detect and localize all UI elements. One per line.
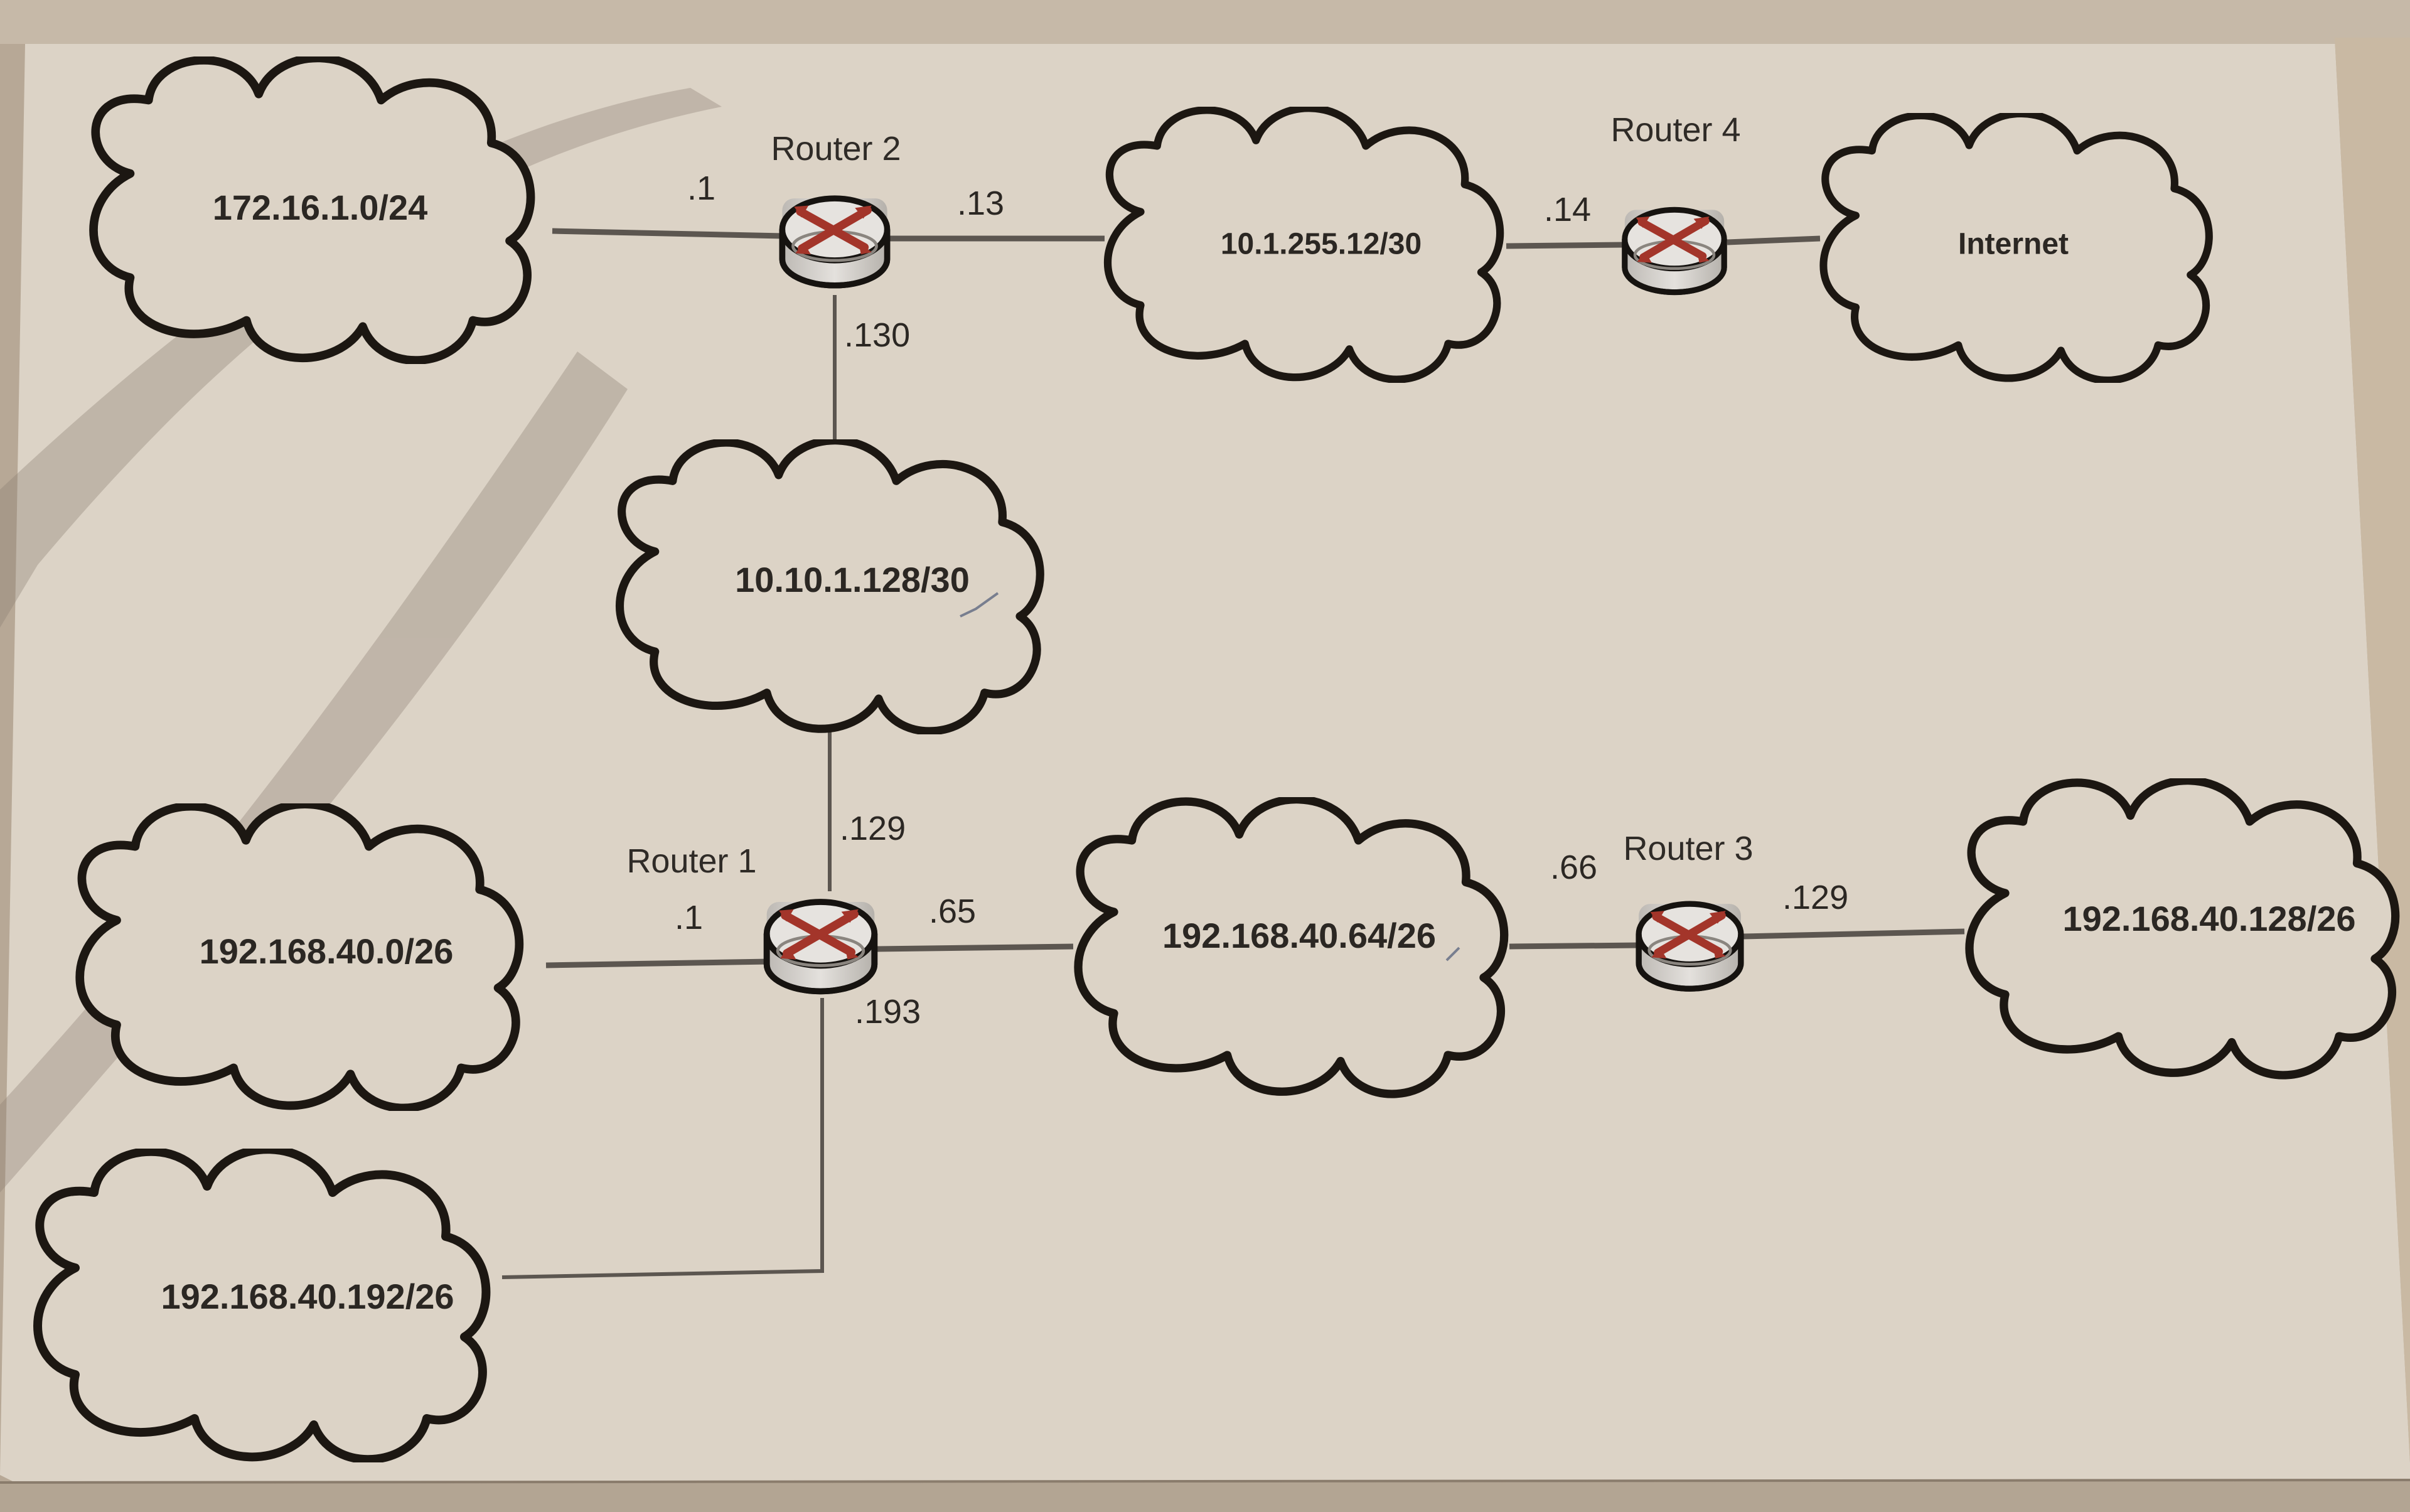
cloud-192-168-40-128: 192.168.40.128/26 [1969,781,2396,1075]
cloud-192-168-40-0: 192.168.40.0/26 [80,804,519,1108]
router-label: Router 3 [1623,830,1753,867]
link-router3-40-128 [1742,928,1965,940]
link-router1-40-64 [875,943,1074,952]
router-icon [1625,210,1724,292]
router-label: Router 1 [626,842,756,880]
network-label: 192.168.40.192/26 [161,1277,454,1316]
pen-marks [960,592,1460,962]
link-172-router2 [552,228,784,239]
router-4: Router 4 [1610,111,1741,292]
links [501,228,1965,1279]
interface-label: .130 [844,316,910,354]
interface-label: .193 [855,993,921,1031]
network-label: 192.168.40.64/26 [1162,916,1436,955]
router-3: Router 3 [1623,830,1754,989]
cloud-172-16-1-0: 172.16.1.0/24 [94,58,531,360]
interface-label: .66 [1550,849,1597,886]
interface-label: .14 [1544,191,1591,228]
cloud-10-1-255-12: 10.1.255.12/30 [1108,108,1500,379]
pen-check-mark [1445,946,1460,962]
router-icon [1639,904,1741,989]
network-label: 10.1.255.12/30 [1221,228,1422,261]
interface-label: .129 [840,810,906,847]
network-label: 10.10.1.128/30 [735,560,970,599]
link-40-64-router3 [1509,942,1640,950]
link-40-0-router1 [545,958,769,968]
interface-label: .129 [1782,879,1848,916]
link-router1-40-192 [501,998,824,1279]
interface-label: .65 [929,893,976,930]
network-label: Internet [1958,228,2069,261]
cloud-192-168-40-192: 192.168.40.192/26 [38,1149,486,1459]
router-icon [782,198,887,286]
link-router4-internet [1727,235,1821,245]
router-1: Router 1 [626,842,874,991]
interface-labels: .1 .13 .130 .14 .129 .1 .65 .193 .66 .12… [675,169,1848,1031]
cloud-192-168-40-64: 192.168.40.64/26 [1078,800,1504,1094]
router-icon [767,902,875,991]
interface-label: .13 [957,185,1004,222]
cloud-10-10-1-128: 10.10.1.128/30 [620,441,1041,731]
router-label: Router 4 [1610,111,1740,149]
network-label: 172.16.1.0/24 [213,188,428,227]
network-label: 192.168.40.0/26 [200,931,454,971]
interface-label: .1 [687,169,715,207]
cloud-internet: Internet [1823,114,2209,380]
link-10-1-255-router4 [1506,242,1625,249]
pen-check-mark [960,592,999,618]
router-2: Router 2 [771,130,901,286]
network-label: 192.168.40.128/26 [2062,899,2355,938]
interface-label: .1 [675,899,703,936]
router-label: Router 2 [771,130,901,168]
